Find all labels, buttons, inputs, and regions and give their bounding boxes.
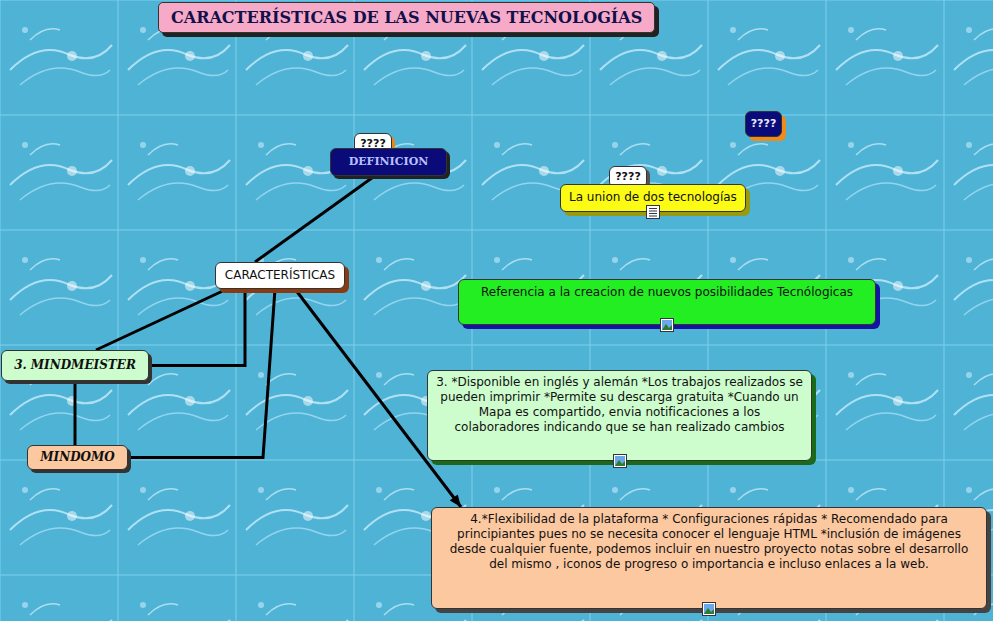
document-icon — [646, 205, 660, 219]
connector-line — [255, 176, 375, 262]
connector — [96, 289, 227, 350]
node-text: 3. MINDMEISTER — [8, 358, 142, 373]
connector-line — [149, 289, 245, 366]
connector-line — [74, 381, 77, 445]
node-text: CARACTERÍSTICAS — [224, 268, 336, 283]
image-icon — [702, 602, 716, 616]
connector-line — [96, 289, 227, 350]
concept-box: DEFINICION — [330, 148, 447, 176]
node-text: ???? — [750, 117, 777, 131]
node-text: DEFINICION — [337, 155, 440, 169]
connector — [149, 289, 245, 366]
connector — [128, 289, 275, 458]
node-text: La union de dos tecnologías — [569, 190, 737, 205]
concept-box: La union de dos tecnologías — [560, 184, 746, 212]
connector — [75, 381, 76, 445]
node-text: ???? — [614, 170, 642, 184]
node-text: 4.*Flexibilidad de la plataforma * Confi… — [440, 512, 978, 572]
comment-box: ???? — [745, 111, 782, 137]
arrow-head — [450, 494, 461, 507]
connector — [255, 176, 375, 262]
image-icon — [613, 454, 627, 468]
image-icon — [660, 318, 674, 332]
tool-box: 3. MINDMEISTER — [1, 350, 149, 381]
node-text: MINDOMO — [34, 450, 121, 465]
feature-box: 4.*Flexibilidad de la plataforma * Confi… — [431, 507, 987, 609]
connector-line — [128, 289, 275, 458]
feature-box: 3. *Disponible en inglés y alemán *Los t… — [427, 370, 812, 461]
node-text: Referencia a la creacion de nuevos posib… — [469, 285, 865, 300]
concept-box: Referencia a la creacion de nuevos posib… — [458, 279, 876, 325]
tool-box: MINDOMO — [27, 445, 128, 470]
diagram-title: CARACTERÍSTICAS DE LAS NUEVAS TECNOLOGÍA… — [158, 2, 655, 33]
node-text: 3. *Disponible en inglés y alemán *Los t… — [436, 375, 803, 435]
central-box: CARACTERÍSTICAS — [215, 262, 345, 289]
